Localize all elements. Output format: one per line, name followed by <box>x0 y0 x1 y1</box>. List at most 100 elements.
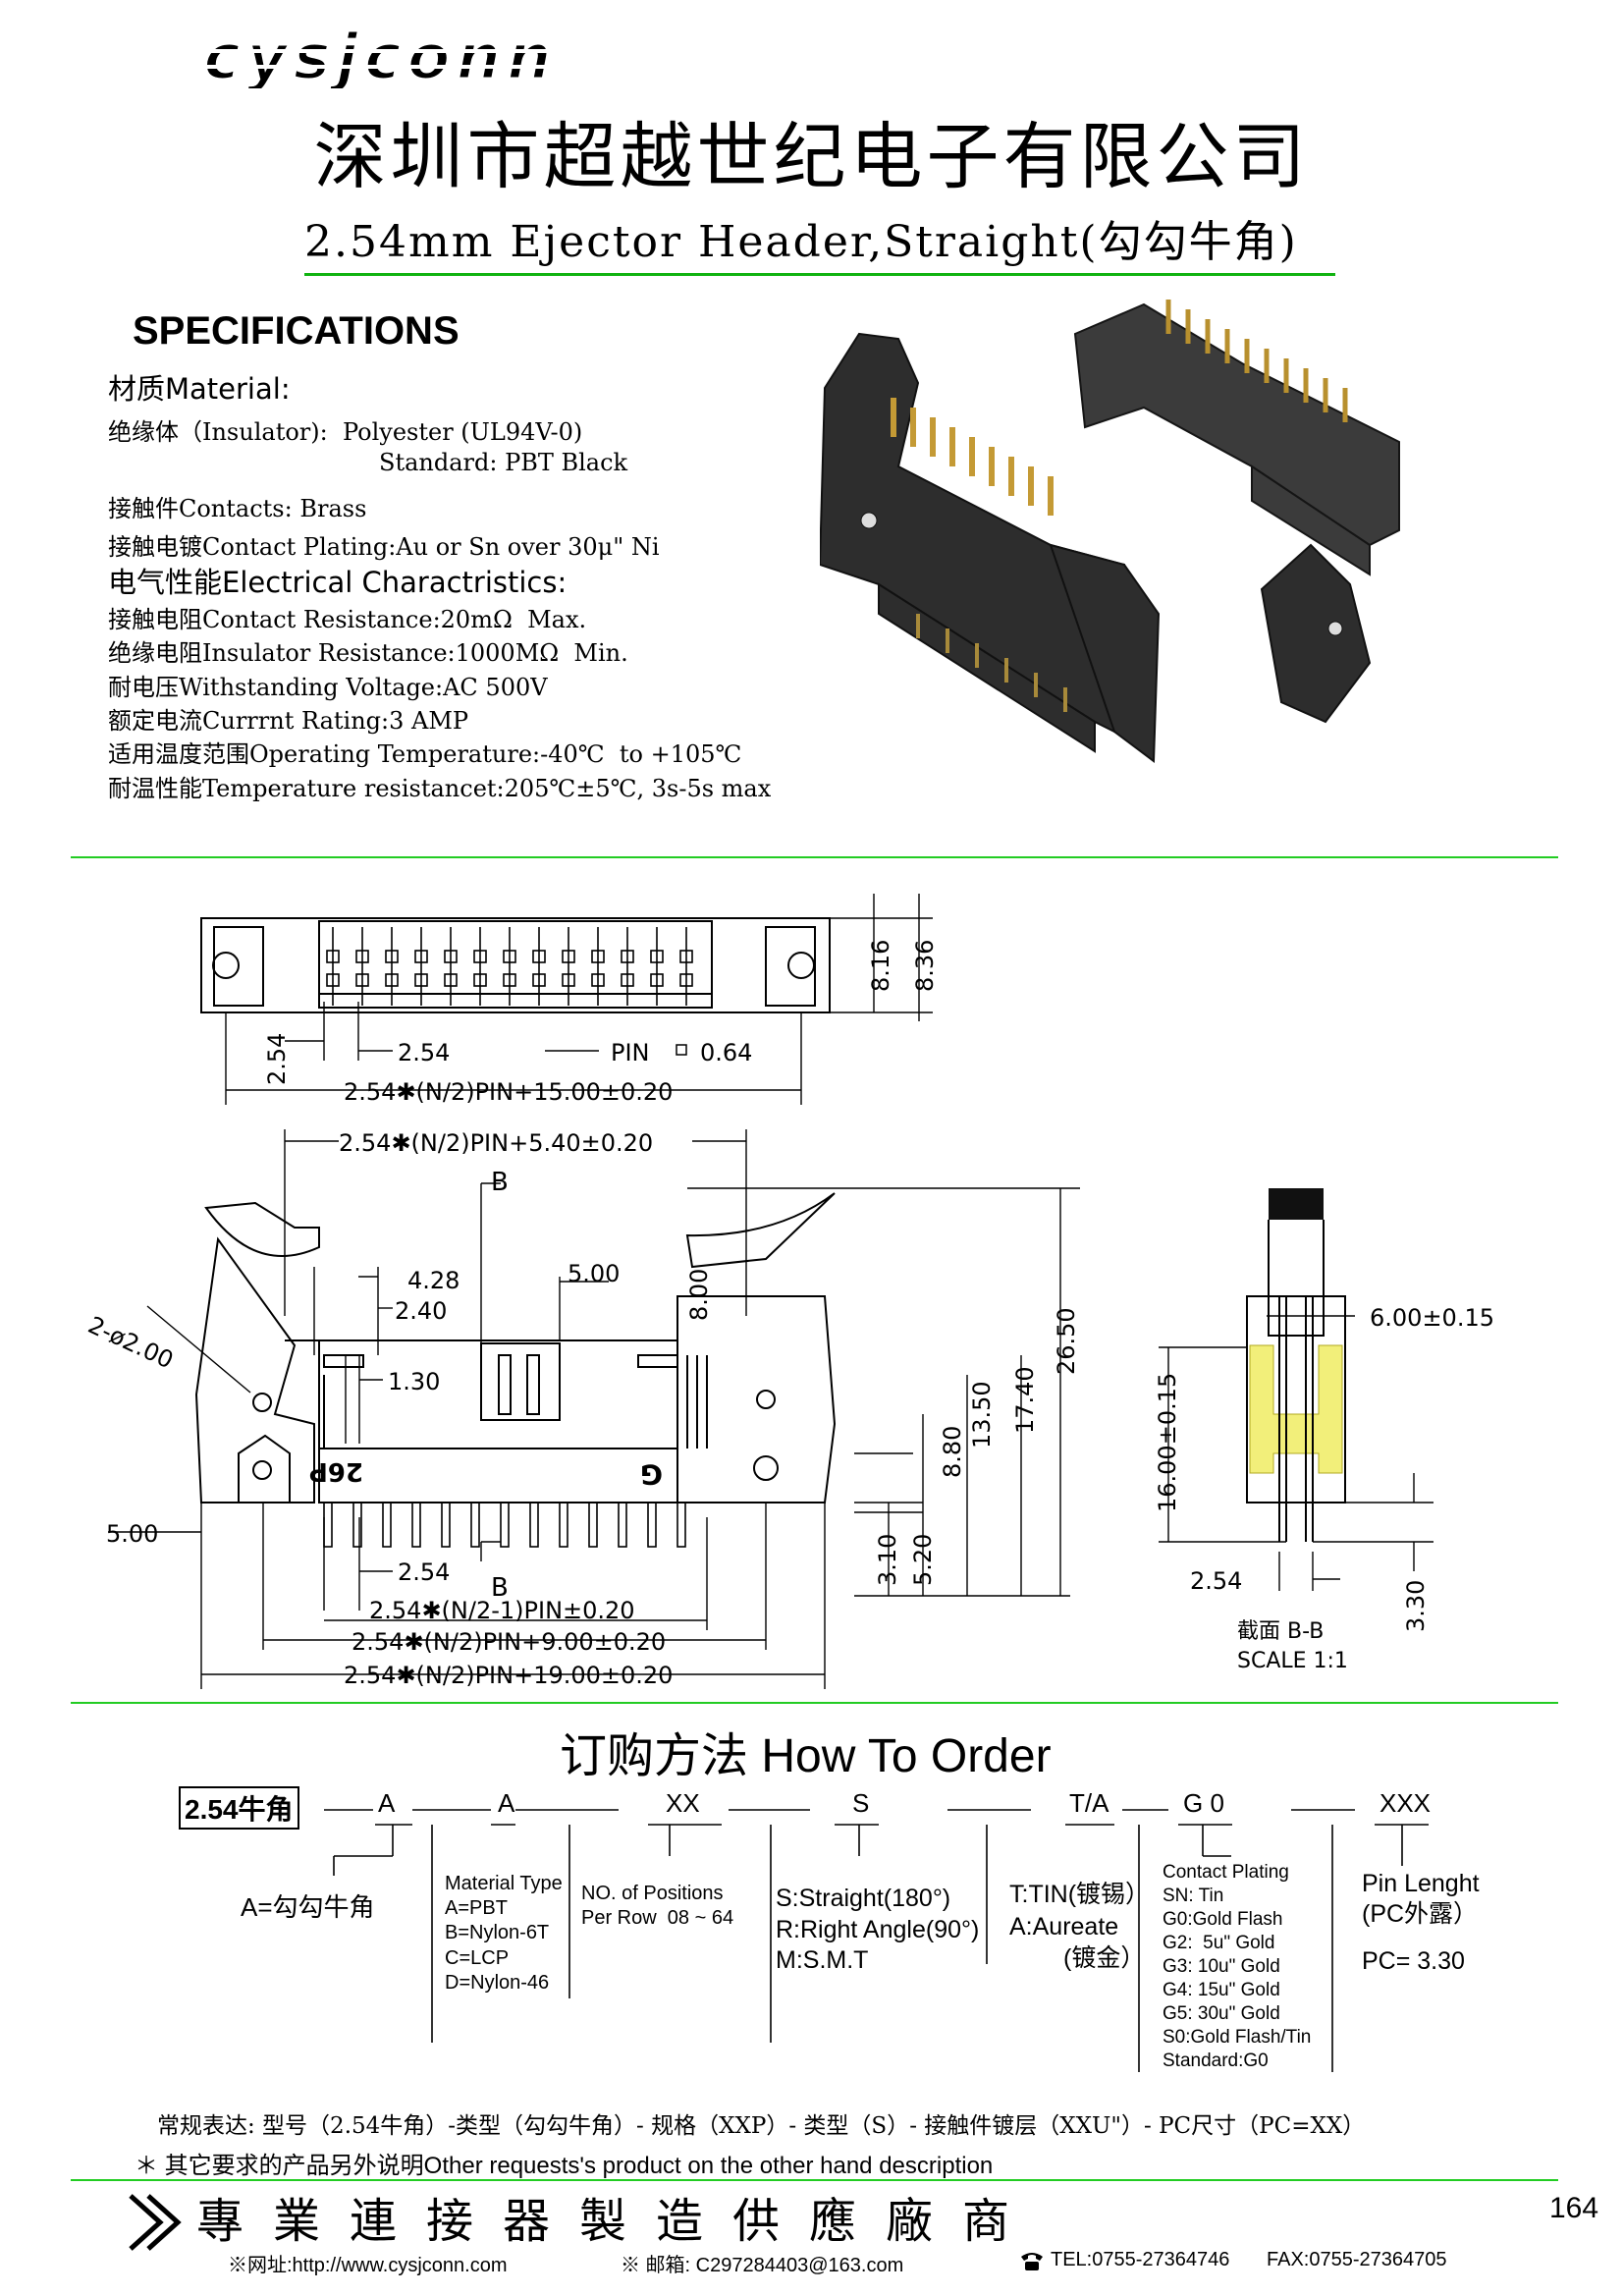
formula-540: 2.54✱(N/2)PIN+5.40±0.20 <box>339 1129 653 1157</box>
dim-600: 6.00±0.15 <box>1370 1304 1494 1332</box>
front-pin <box>588 1502 598 1548</box>
spec-insulator: 绝缘体（Insulator): Polyester (UL94V-0) <box>108 418 583 446</box>
title-underline <box>304 273 1335 276</box>
footer-fax: FAX:0755-27364705 <box>1267 2249 1447 2270</box>
dim-500-a: 5.00 <box>568 1260 620 1287</box>
chevron-right-icon <box>129 2194 182 2251</box>
dim-500-b: 5.00 <box>106 1520 158 1548</box>
spec-resistance: 接触电阻Contact Resistance:20mΩ Max. <box>108 606 587 633</box>
top-view-pins <box>326 927 693 1006</box>
order-code-6: G 0 <box>1183 1788 1224 1818</box>
dim-816: 8.16 <box>867 940 894 992</box>
front-pin <box>382 1502 392 1548</box>
order-model-code: 2.54牛角 <box>179 1786 299 1830</box>
bottom-pins <box>916 614 1067 712</box>
dim-836: 8.36 <box>911 940 939 992</box>
product-photo <box>820 300 1400 763</box>
dim-330: 3.30 <box>1402 1580 1430 1632</box>
label-b-bottom: B <box>491 1573 509 1603</box>
header-rear <box>1073 302 1400 576</box>
formula-19: 2.54✱(N/2)PIN+19.00±0.20 <box>344 1662 673 1689</box>
mark-26p: 26P <box>309 1456 363 1486</box>
front-pin <box>559 1502 568 1548</box>
specifications-heading: SPECIFICATIONS <box>133 309 460 353</box>
divider-2 <box>71 1702 1558 1704</box>
spec-temperature: 适用温度范围Operating Temperature:-40℃ to +105… <box>108 740 742 768</box>
order-type-desc: A=勾勾牛角 <box>241 1892 375 1922</box>
front-view-pins <box>323 1502 686 1548</box>
dim-130: 1.30 <box>388 1368 440 1395</box>
order-code-1: A <box>378 1788 396 1818</box>
section-view: 6.00±0.15 16.00±0.15 3.30 2.54 截面 B-B SC… <box>1154 1188 1494 1673</box>
pin-label: PIN <box>611 1039 650 1066</box>
dim-254-b: 2.54 <box>398 1039 450 1066</box>
order-regular-expression: 常规表达: 型号（2.54牛角）-类型（勾勾牛角）- 规格（XXP）- 类型（S… <box>157 2113 1366 2139</box>
order-code-4: S <box>852 1788 870 1818</box>
front-pin <box>352 1502 362 1548</box>
spec-current: 额定电流Currrnt Rating:3 AMP <box>108 707 469 735</box>
phone-icon <box>1021 2253 1043 2270</box>
spec-contacts: 接触件Contacts: Brass <box>108 495 367 522</box>
order-title: 订购方法 How To Order <box>560 1730 1052 1782</box>
front-pin <box>676 1502 686 1548</box>
dim-hole: 2-ø2.00 <box>83 1311 177 1374</box>
company-logo: cysjconn <box>201 29 668 88</box>
order-note: ＊ 其它要求的产品另外说明Other requests's product on… <box>135 2153 994 2179</box>
dim-2650: 26.50 <box>1053 1307 1080 1375</box>
order-style: S:Straight(180°)R:Right Angle(90°)M:S.M.… <box>776 1885 980 1974</box>
dim-1350: 13.50 <box>968 1381 996 1449</box>
spec-temp-resist: 耐温性能Temperature resistancet:205℃±5℃, 3s-… <box>108 775 772 802</box>
product-title: 2.54mm Ejector Header,Straight(勾勾牛角) <box>304 217 1298 267</box>
pin-square-icon <box>676 1044 687 1056</box>
footer-slogan: 專業連接器製造供應廠商 <box>196 2194 1040 2249</box>
footer-tel: TEL:0755-27364746 <box>1051 2249 1230 2270</box>
front-pins <box>891 398 1054 516</box>
order-code-lines <box>324 1809 1429 2072</box>
dim-240: 2.40 <box>395 1297 447 1325</box>
electrical-heading: 电气性能Electrical Charactristics: <box>108 566 568 599</box>
material-heading: 材质Material: <box>108 372 291 406</box>
dim-800: 8.00 <box>685 1269 713 1321</box>
footer-email[interactable]: ※ 邮箱: C297284403@163.com <box>621 2255 904 2276</box>
front-pin <box>529 1502 539 1548</box>
front-pin <box>618 1502 627 1548</box>
front-pin <box>647 1502 657 1548</box>
dim-310: 3.10 <box>874 1534 901 1586</box>
scale-label: SCALE 1:1 <box>1237 1649 1348 1673</box>
spec-standard: Standard: PBT Black <box>379 449 628 476</box>
dim-520: 5.20 <box>909 1534 937 1586</box>
spec-voltage: 耐电压Withstanding Voltage:AC 500V <box>108 674 548 701</box>
footer-website[interactable]: ※网址:http://www.cysjconn.com <box>228 2255 508 2276</box>
dim-254-c: 2.54 <box>398 1558 450 1586</box>
front-view-body <box>194 1192 837 1503</box>
dim-1740: 17.40 <box>1011 1366 1039 1434</box>
front-pin <box>411 1502 421 1548</box>
front-pin <box>441 1502 451 1548</box>
dim-1600: 16.00±0.15 <box>1154 1373 1181 1512</box>
dimension-drawing: 8.16 8.36 2.54 2.54 PIN 0.64 2.54✱(N/2)P… <box>83 894 1494 1689</box>
front-pin <box>500 1502 510 1548</box>
order-pc: PC= 3.30 <box>1362 1947 1465 1975</box>
order-code-3: XX <box>666 1788 700 1818</box>
formula-15: 2.54✱(N/2)PIN+15.00±0.20 <box>344 1078 673 1106</box>
rear-pins <box>1165 300 1348 422</box>
order-pin-length: Pin Lenght(PC外露） <box>1362 1870 1480 1929</box>
order-code-7: XXX <box>1380 1788 1432 1818</box>
logo-text: cysjconn <box>203 29 558 88</box>
front-pin <box>323 1502 333 1548</box>
formula-9: 2.54✱(N/2)PIN+9.00±0.20 <box>352 1628 666 1656</box>
formula-n21: 2.54✱(N/2-1)PIN±0.20 <box>369 1597 635 1624</box>
dim-254-d: 2.54 <box>1190 1567 1242 1595</box>
dim-254-a: 2.54 <box>263 1033 291 1085</box>
spec-plating: 接触电镀Contact Plating:Au or Sn over 30μ" N… <box>108 533 660 561</box>
label-b-top: B <box>491 1168 509 1197</box>
order-code-2: A <box>498 1788 515 1818</box>
company-name: 深圳市超越世纪电子有限公司 <box>313 115 1310 199</box>
dim-428: 4.28 <box>407 1267 460 1294</box>
front-pin <box>470 1502 480 1548</box>
order-code-5: T/A <box>1069 1788 1109 1818</box>
divider-1 <box>71 856 1558 858</box>
page-number: 164 <box>1549 2192 1599 2224</box>
